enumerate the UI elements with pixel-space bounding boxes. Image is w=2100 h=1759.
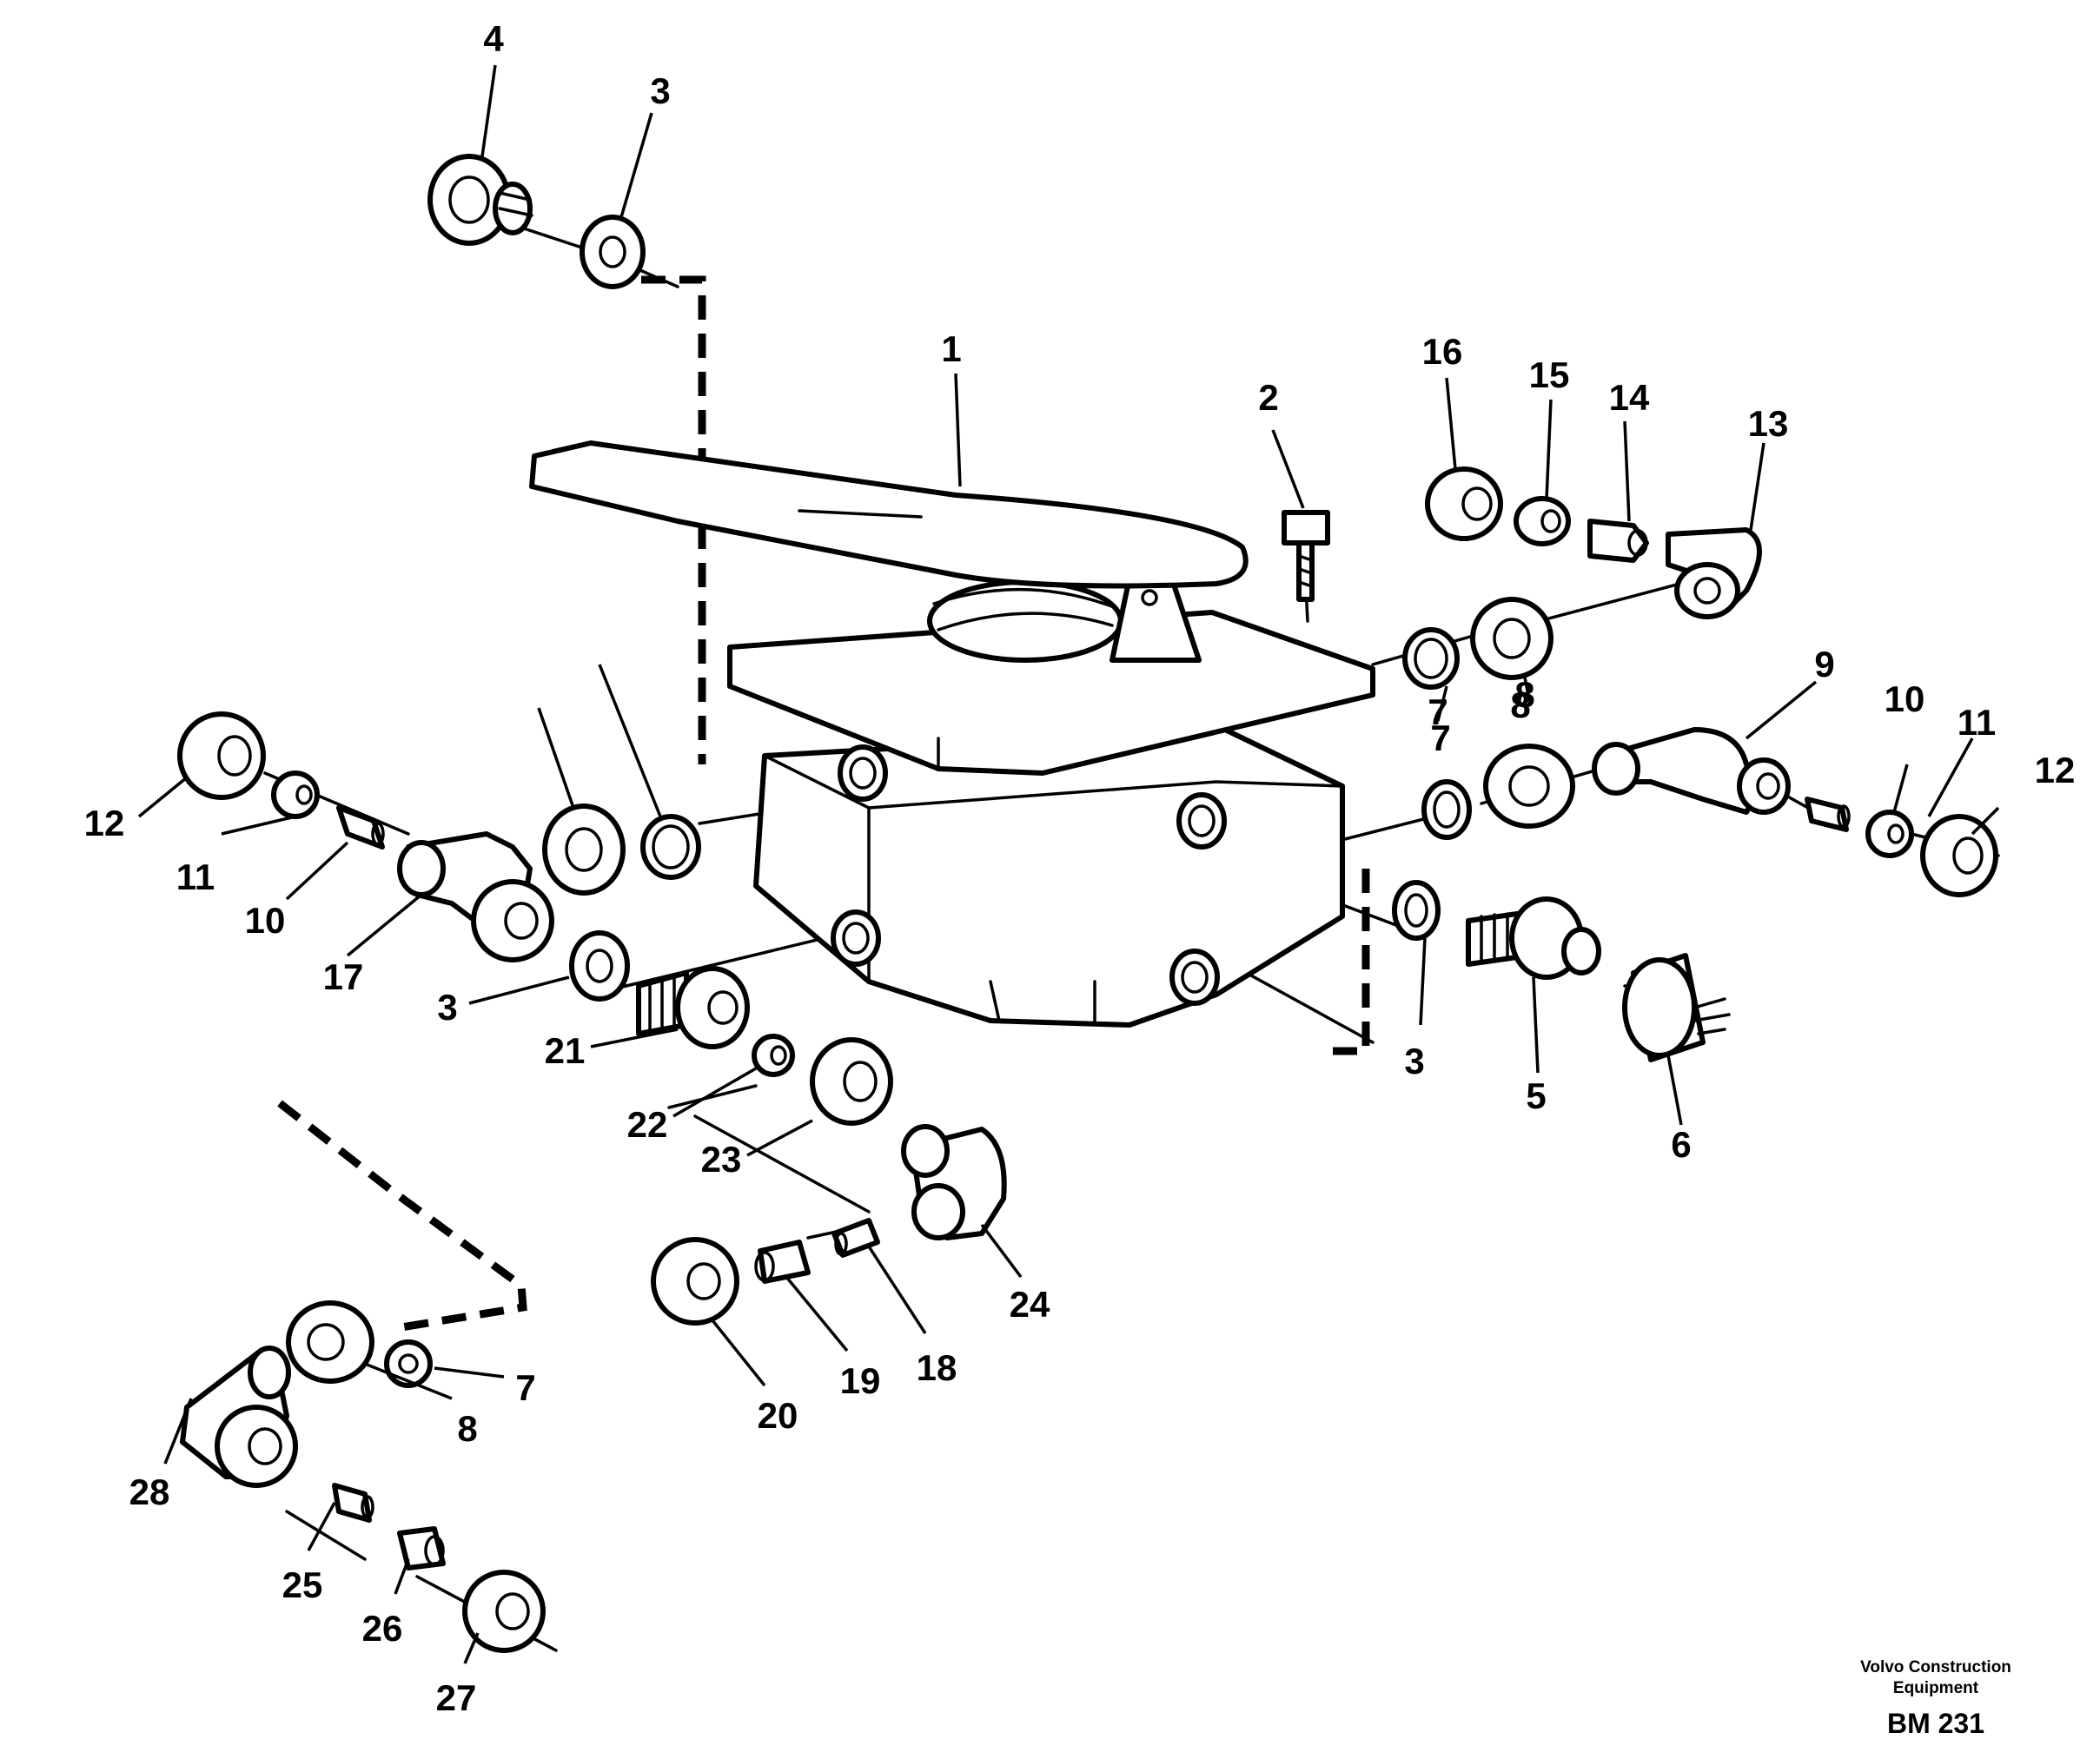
nut-23 (810, 1037, 893, 1126)
elbow-24 (901, 1124, 1007, 1240)
callout-21: 21 (544, 1030, 586, 1071)
drawing-code: BM 231 (1886, 1708, 1985, 1739)
callout-20: 20 (757, 1395, 798, 1436)
hose-route-lower (277, 1100, 527, 1333)
sleeve-25 (332, 1483, 374, 1523)
fitting-21 (636, 966, 750, 1049)
callout-8-right: 8 (1510, 684, 1531, 725)
switch-5 (1466, 896, 1601, 980)
callout-12-left: 12 (83, 803, 125, 843)
ring-22 (752, 1034, 795, 1077)
ring-19 (754, 1240, 811, 1284)
nut-8b (1483, 744, 1575, 829)
callout-16: 16 (1421, 331, 1463, 372)
elbow-17 (397, 831, 554, 962)
callout-15: 15 (1528, 354, 1570, 395)
callout-17: 17 (322, 956, 364, 997)
callout-27: 27 (435, 1677, 477, 1718)
callout-1: 1 (941, 328, 962, 369)
hose-route-right (1321, 869, 1370, 1055)
screw (1282, 510, 1330, 602)
callout-8-mid: 8 (1514, 674, 1535, 715)
callout-7-bottom: 7 (515, 1367, 536, 1408)
valve-body (529, 440, 1375, 1028)
callout-9: 9 (1814, 644, 1835, 684)
callout-18: 18 (916, 1347, 957, 1388)
nut-8d (286, 1300, 374, 1384)
ring-11a (271, 770, 320, 819)
callout-7-mid: 7 (1428, 691, 1448, 732)
ring-11b (1865, 810, 1914, 858)
callout-3-top: 3 (650, 70, 671, 111)
seal-ring-7c (640, 814, 701, 880)
callout-7-right: 7 (1430, 717, 1451, 758)
nut-20 (651, 1237, 739, 1326)
callout-12-right: 12 (2034, 750, 2076, 790)
nut-27 (462, 1570, 546, 1653)
elbow-28 (180, 1346, 298, 1488)
callout-4: 4 (483, 18, 504, 59)
nut-8c (542, 803, 626, 896)
callout-10-right: 10 (1884, 678, 1925, 719)
nut-12a (177, 711, 266, 800)
leader-lines (137, 64, 2000, 1664)
seal-ring-7a (1402, 627, 1460, 690)
credit-line-2: Equipment (1892, 1678, 1979, 1697)
callout-3-left: 3 (437, 987, 458, 1028)
callout-28: 28 (129, 1471, 170, 1512)
nut-12b (1920, 814, 1998, 897)
washer-top (580, 215, 646, 289)
callout-25: 25 (282, 1564, 323, 1605)
washer-3b (569, 930, 630, 1002)
callout-10-left: 10 (244, 900, 286, 941)
callout-23: 23 (700, 1139, 742, 1180)
callout-14: 14 (1608, 377, 1650, 418)
callout-6: 6 (1671, 1124, 1692, 1165)
callout-26: 26 (361, 1608, 403, 1649)
publisher-credit: Volvo Construction Equipment (1805, 1657, 2066, 1699)
callout-5: 5 (1526, 1075, 1547, 1116)
sleeve-10b (1805, 797, 1851, 832)
sleeve-18 (831, 1218, 880, 1258)
callout-11-left: 11 (176, 856, 215, 897)
elbow-9 (1592, 727, 1791, 815)
credit-line-1: Volvo Construction (1860, 1658, 2011, 1676)
callout-13: 13 (1747, 403, 1789, 444)
nut-8a (1470, 597, 1553, 680)
connector-6 (1622, 953, 1731, 1062)
callout-3-right: 3 (1404, 1041, 1425, 1081)
fitting-chain-upper-right (1425, 466, 1762, 619)
plug-top (427, 154, 533, 246)
callout-8-bottom: 8 (457, 1408, 478, 1449)
ring-7d (384, 1339, 433, 1388)
callout-24: 24 (1009, 1284, 1050, 1325)
callout-2: 2 (1258, 377, 1279, 418)
ring-26 (397, 1526, 446, 1571)
callout-11-right: 11 (1957, 702, 1997, 743)
callout-19: 19 (839, 1360, 881, 1401)
sleeve-10a (336, 805, 385, 850)
seal-ring-7b (1421, 779, 1472, 840)
callout-22: 22 (626, 1104, 668, 1145)
washer-3c (1392, 880, 1441, 941)
